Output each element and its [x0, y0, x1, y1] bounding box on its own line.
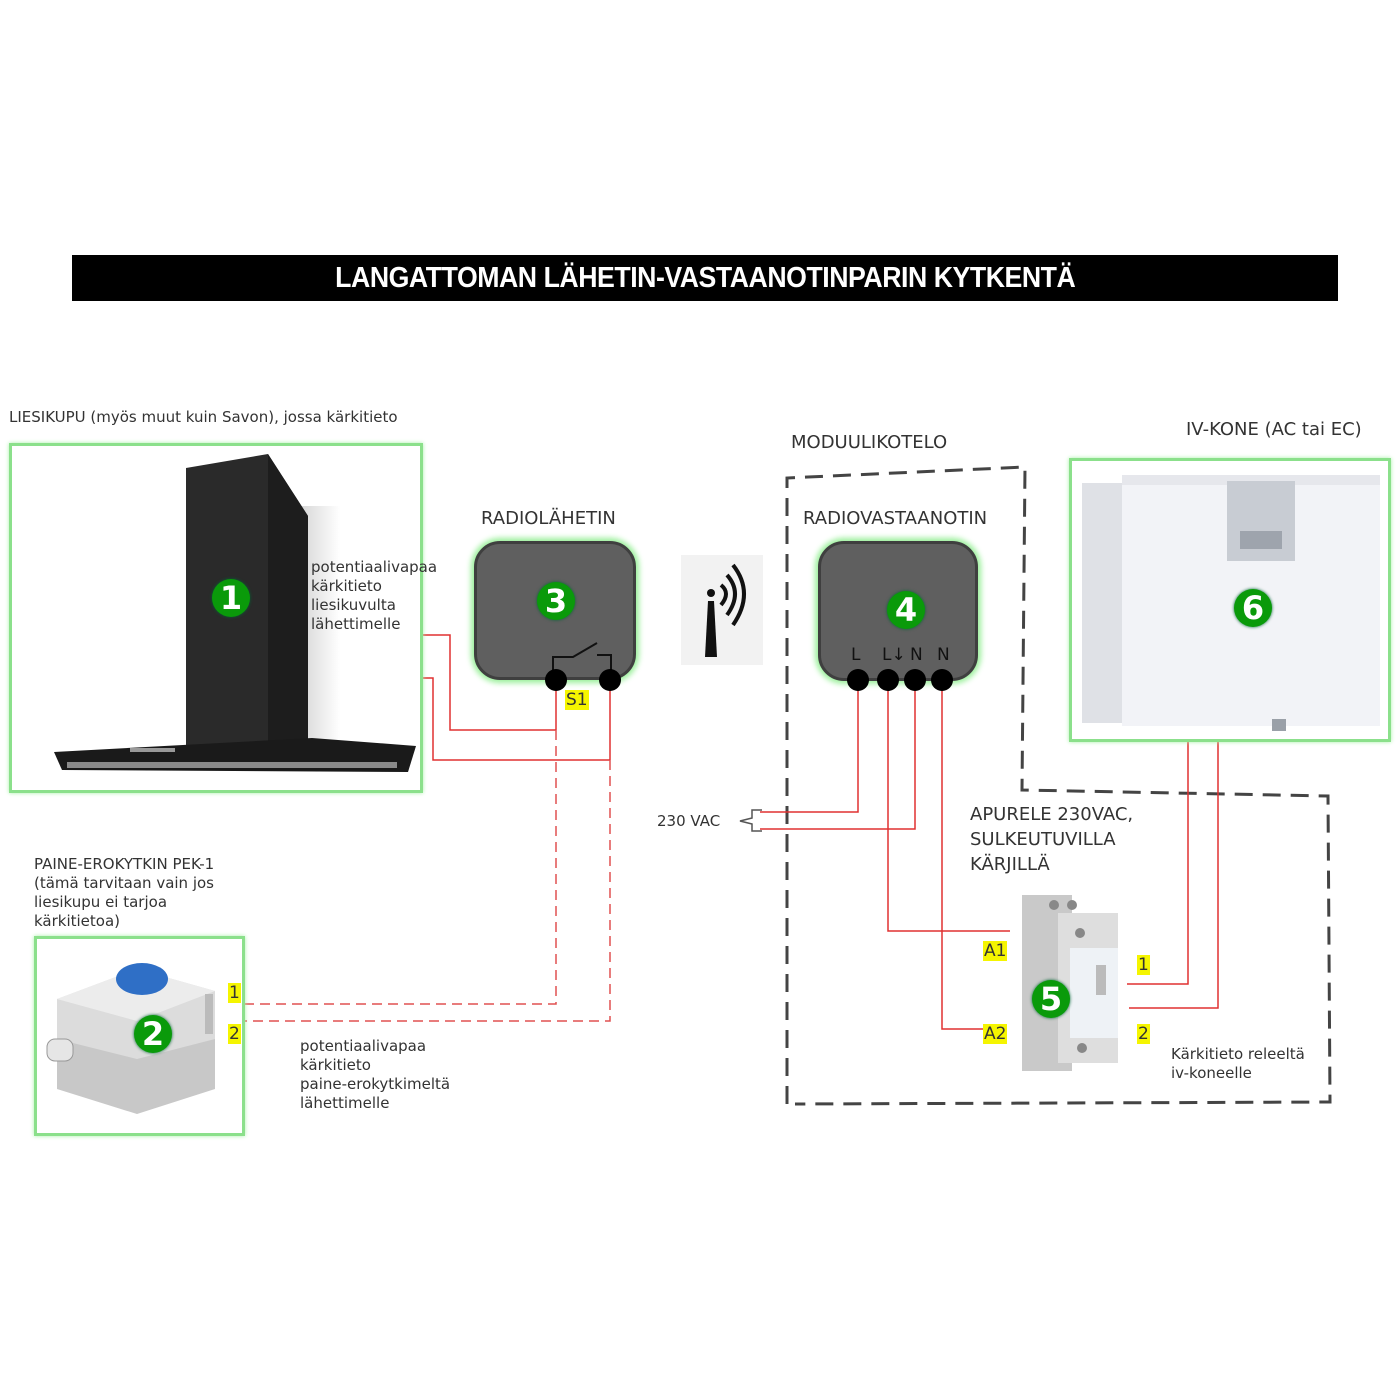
transmitter-terminal-label: S1 [565, 690, 589, 710]
receiver-label: RADIOVASTAANOTIN [803, 508, 988, 529]
ventilation-unit-badge: 6 [1234, 589, 1272, 627]
pressure-switch-terminal-2: 2 [228, 1024, 241, 1044]
receiver-terminal-Lout [877, 669, 899, 691]
pressure-switch-badge: 2 [134, 1015, 172, 1053]
relay-image: 5 [1020, 893, 1125, 1073]
wire-rx-N [760, 681, 916, 830]
hood-note: potentiaalivapaa kärkitieto liesikuvulta… [311, 558, 438, 633]
receiver-terminal-L [847, 669, 869, 691]
pressure-switch-frame: 2 [34, 936, 245, 1136]
receiver-badge: 4 [887, 591, 925, 629]
relay-contact-terminal-2: 2 [1137, 1024, 1150, 1044]
receiver-terminal-label-N1: N [910, 645, 923, 665]
supply-label: 230 VAC [657, 812, 721, 830]
relay-contact-terminal-1: 1 [1137, 955, 1150, 975]
hood-frame: 1 [9, 443, 423, 793]
receiver-terminal-label-Lout: L↓ [882, 645, 906, 665]
title-bar: LANGATTOMAN LÄHETIN-VASTAANOTINPARIN KYT… [72, 255, 1338, 301]
ventilation-unit-label: IV-KONE (AC tai EC) [1186, 419, 1362, 440]
relay-note: Kärkitieto releeltä iv-koneelle [1171, 1045, 1305, 1082]
relay-label: APURELE 230VAC, SULKEUTUVILLA KÄRJILLÄ [970, 804, 1134, 875]
switch-contact-icon [552, 642, 612, 675]
diagram-title: LANGATTOMAN LÄHETIN-VASTAANOTINPARIN KYT… [334, 261, 1076, 294]
supply-brace [739, 809, 762, 832]
transmitter-module: 3 [474, 541, 636, 680]
ventilation-unit-image [1082, 475, 1380, 731]
ventilation-unit-frame: 6 [1069, 458, 1391, 742]
relay-badge: 5 [1032, 980, 1070, 1018]
wire-pek-2 [222, 760, 611, 1022]
relay-coil-terminal-A1: A1 [983, 941, 1008, 961]
transmitter-terminal-a [545, 669, 567, 691]
receiver-terminal-label-N2: N [937, 645, 950, 665]
receiver-terminal-label-L: L [851, 645, 861, 665]
pressure-switch-label: PAINE-EROKYTKIN PEK-1 (tämä tarvitaan va… [34, 855, 215, 930]
receiver-terminal-N2 [931, 669, 953, 691]
transmitter-label: RADIOLÄHETIN [481, 508, 616, 529]
pressure-switch-terminal-1: 1 [228, 983, 241, 1003]
wireless-signal-icon [681, 555, 763, 665]
pressure-switch-note: potentiaalivapaa kärkitieto paine-erokyt… [300, 1037, 451, 1112]
transmitter-badge: 3 [537, 582, 575, 620]
relay-coil-terminal-A2: A2 [983, 1024, 1008, 1044]
receiver-module: 4 [818, 541, 978, 681]
enclosure-label: MODUULIKOTELO [791, 432, 948, 453]
hood-badge: 1 [212, 579, 250, 617]
receiver-terminal-N1 [904, 669, 926, 691]
wire-rx-L [760, 681, 859, 813]
hood-label: LIESIKUPU (myös muut kuin Savon), jossa … [9, 408, 398, 426]
wire-relay-1 [1127, 712, 1189, 985]
transmitter-terminal-b [599, 669, 621, 691]
